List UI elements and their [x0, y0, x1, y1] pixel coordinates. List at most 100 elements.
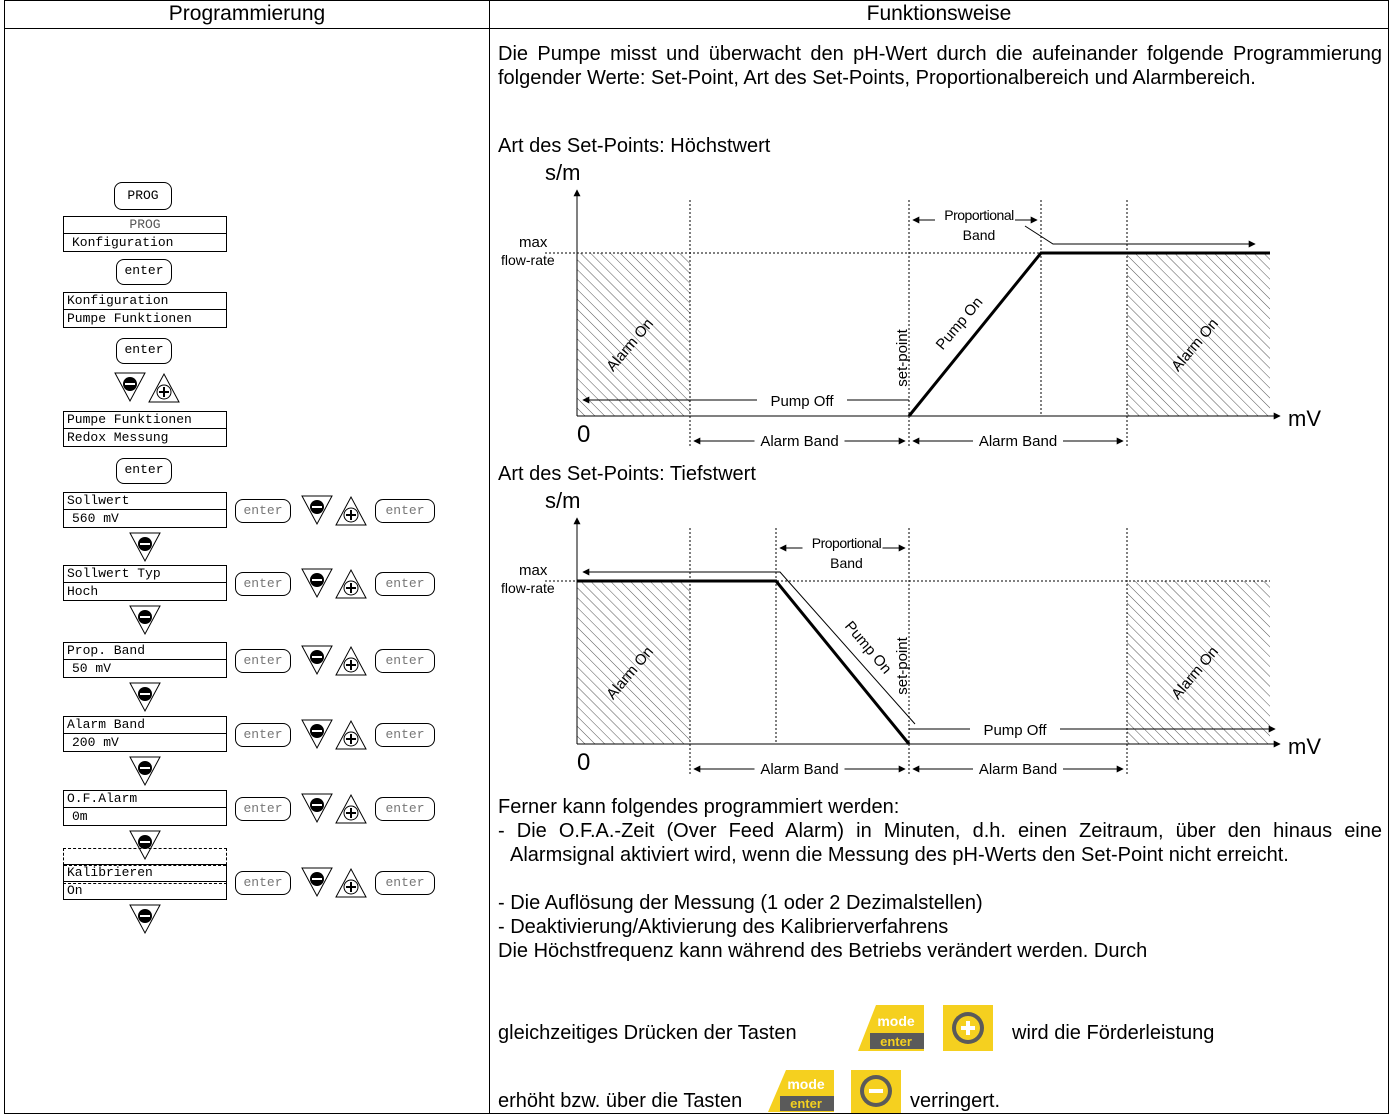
- enter-key[interactable]: enter: [375, 871, 435, 895]
- label-bg: [757, 390, 847, 410]
- minus-triangle-icon: [301, 793, 333, 824]
- mode-enter-key[interactable]: mode enter: [852, 1003, 926, 1058]
- minus-plus-keys[interactable]: [300, 792, 370, 826]
- minus-key[interactable]: [850, 1068, 902, 1119]
- display-line-2: Pumpe Funktionen: [67, 311, 192, 326]
- display-line-2: 560 mV: [72, 511, 119, 526]
- label-bg: [973, 759, 1063, 779]
- minus-triangle-icon: [301, 495, 333, 526]
- enter-key[interactable]: enter: [375, 797, 435, 821]
- display-line-2: On: [67, 883, 83, 898]
- plus-triangle-icon: [335, 719, 367, 750]
- minus-plus-keys[interactable]: [113, 371, 183, 405]
- minus-plus-keys[interactable]: [300, 718, 370, 752]
- max-label: max: [519, 234, 548, 251]
- flow-curve: [907, 251, 1270, 417]
- setpoint-low-chart: s/mmV0maxflow-rateProportionalBandset-po…: [501, 488, 1321, 779]
- alarm-zone-right: [1127, 253, 1270, 416]
- enter-key[interactable]: enter: [116, 458, 172, 484]
- mode-label: mode: [787, 1076, 825, 1092]
- further-title: Ferner kann folgendes programmiert werde…: [498, 796, 900, 818]
- display-prog: PROG Konfiguration: [63, 216, 227, 252]
- proportional-label: Proportional: [944, 207, 1014, 223]
- display-line-1: Kalibrieren: [64, 865, 226, 882]
- display-line-1: [64, 849, 226, 866]
- header-divider: [4, 28, 1389, 29]
- proportional-label: Proportional: [812, 535, 882, 551]
- chart1-caption: Art des Set-Points: Höchstwert: [498, 135, 771, 157]
- bullet-resolution: - Die Auflösung der Messung (1 oder 2 De…: [498, 892, 983, 914]
- minus-triangle-icon[interactable]: [128, 531, 162, 563]
- enter-key[interactable]: enter: [235, 499, 291, 523]
- display-line-2: [64, 866, 226, 883]
- minus-triangle-icon[interactable]: [128, 829, 162, 861]
- display-line-1: Pumpe Funktionen: [64, 412, 226, 429]
- pump-off-label: Pump Off: [983, 722, 1047, 739]
- minus-triangle-icon[interactable]: [128, 755, 162, 787]
- minus-plus-keys[interactable]: [300, 644, 370, 678]
- display-line-2: 200 mV: [72, 735, 119, 750]
- alarm-zone-left: [577, 581, 690, 744]
- minus-plus-keys[interactable]: [300, 567, 370, 601]
- chart2-caption: Art des Set-Points: Tiefstwert: [498, 463, 756, 485]
- display-line-2: 50 mV: [72, 661, 112, 676]
- display-pump-functions: Pumpe Funktionen Redox Messung: [63, 411, 227, 447]
- pump-on-arrow: [582, 568, 916, 725]
- band-label: Band: [830, 555, 863, 571]
- x-axis-label: mV: [1288, 734, 1321, 759]
- enter-key[interactable]: enter: [375, 723, 435, 747]
- table-frame: [4, 0, 1389, 1114]
- minus-triangle-icon[interactable]: [128, 681, 162, 713]
- plus-triangle-icon: [335, 645, 367, 676]
- display-line-1: Sollwert Typ: [64, 566, 226, 583]
- setpoint-high-chart: s/mmV0maxflow-rateProportionalBandset-po…: [501, 160, 1321, 451]
- alarm-band-label: Alarm Band: [760, 761, 838, 778]
- display-line-2: Konfiguration: [72, 235, 174, 250]
- minus-plus-keys[interactable]: [300, 866, 370, 900]
- flow-rate-label: flow-rate: [501, 252, 555, 268]
- enter-label: enter: [880, 1034, 912, 1049]
- display-line-2: Hoch: [67, 584, 99, 599]
- plus-triangle-icon: [335, 867, 367, 898]
- pump-on-label: Pump On: [933, 294, 987, 353]
- set-point-label: set-point: [894, 328, 911, 386]
- band-label: Band: [963, 227, 996, 243]
- frequency-text: Die Höchstfrequenz kann während des Betr…: [498, 940, 1148, 962]
- minus-plus-keys[interactable]: [300, 494, 370, 528]
- enter-key[interactable]: enter: [235, 871, 291, 895]
- alarm-band-label: Alarm Band: [979, 761, 1057, 778]
- enter-key[interactable]: enter: [116, 259, 172, 285]
- prog-key[interactable]: PROG: [114, 182, 172, 210]
- mode-label: mode: [877, 1013, 915, 1029]
- column-divider: [489, 0, 490, 1114]
- plus-triangle-icon: [335, 568, 367, 599]
- enter-key[interactable]: enter: [375, 649, 435, 673]
- plus-key[interactable]: [942, 1003, 994, 1058]
- enter-key[interactable]: enter: [235, 572, 291, 596]
- plus-triangle-icon: [335, 495, 367, 526]
- mode-enter-key[interactable]: mode enter: [762, 1068, 836, 1119]
- column-header-function: Funktionsweise: [866, 2, 1012, 25]
- max-label: max: [519, 562, 548, 579]
- column-header-programming: Programmierung: [168, 2, 326, 25]
- pump-on-arrow: [1024, 225, 1256, 248]
- press-text-b: wird die Förderleistung: [1012, 1022, 1215, 1044]
- enter-key[interactable]: enter: [235, 797, 291, 821]
- minus-triangle-icon[interactable]: [128, 903, 162, 935]
- enter-key[interactable]: enter: [375, 499, 435, 523]
- enter-key[interactable]: enter: [235, 723, 291, 747]
- bullet-ofa: - Die O.F.A.-Zeit (Over Feed Alarm) in M…: [498, 820, 1382, 866]
- minus-triangle-icon[interactable]: [128, 604, 162, 636]
- alarm-zone-left: [577, 253, 690, 416]
- enter-key[interactable]: enter: [116, 338, 172, 364]
- alarm-band-label: Alarm Band: [760, 433, 838, 450]
- enter-key[interactable]: enter: [235, 649, 291, 673]
- label-bg: [802, 534, 883, 558]
- enter-key[interactable]: enter: [375, 572, 435, 596]
- flow-curve: [577, 579, 911, 745]
- label-bg: [754, 759, 845, 779]
